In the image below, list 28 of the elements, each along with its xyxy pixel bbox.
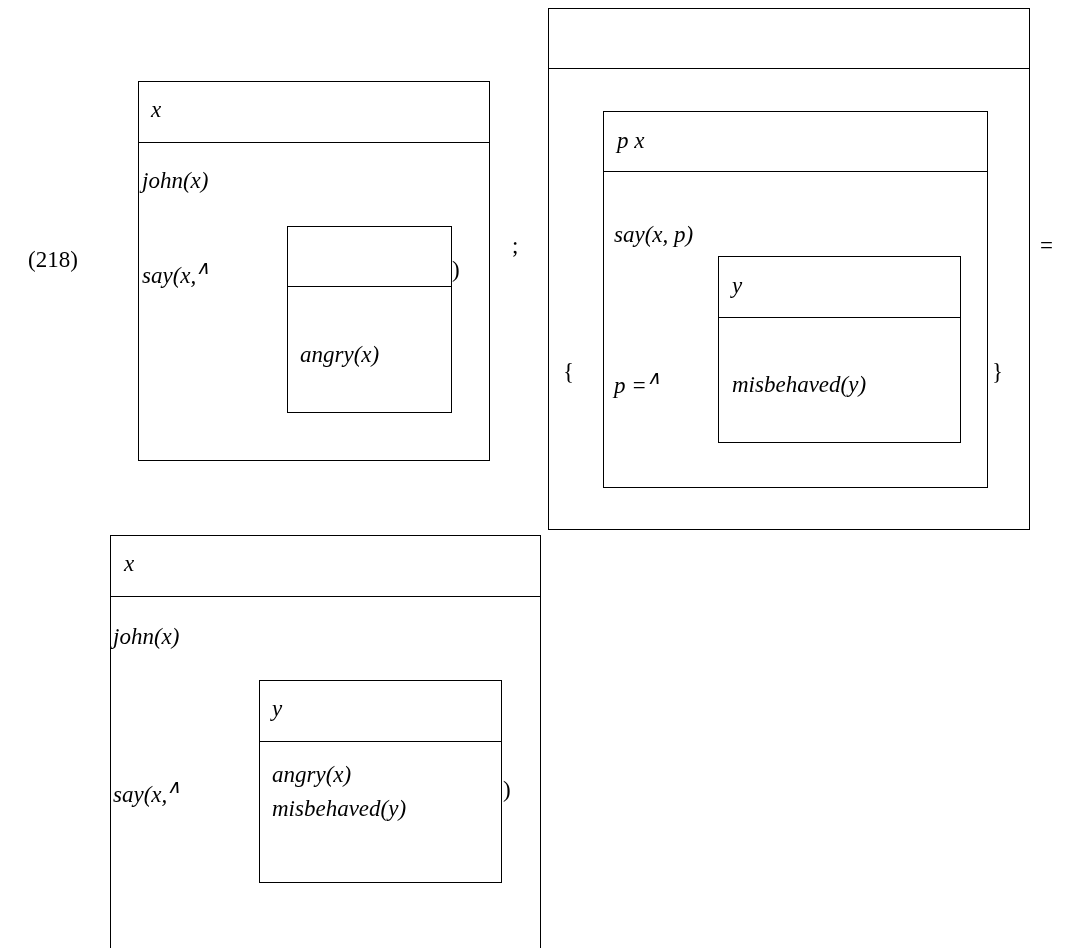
condition: angry(x) [300, 343, 380, 366]
condition: john(x) [113, 625, 180, 648]
condition: p =$^{∧}$ [614, 368, 661, 397]
drs-box [287, 226, 452, 413]
drs-box [548, 8, 1030, 530]
condition: misbehaved(y) [272, 797, 407, 820]
condition: angry(x) [272, 763, 352, 786]
condition: say(x,$^{∧}$ [113, 777, 182, 806]
condition: say(x, p) [614, 223, 694, 246]
equals-sign: = [1040, 234, 1053, 257]
example-number: (218) [28, 248, 78, 271]
variable: x [151, 98, 162, 121]
closing-parenthesis: ) [452, 258, 460, 281]
separator: ; [512, 234, 519, 257]
closing-parenthesis: ) [503, 778, 511, 801]
drs-box [603, 111, 988, 488]
drs-box [110, 535, 541, 948]
drs-box [718, 256, 961, 443]
condition: say(x,$^{∧}$ [142, 258, 211, 287]
condition: misbehaved(y) [732, 373, 867, 396]
variable: x [124, 552, 135, 575]
variable: y [272, 697, 283, 720]
drs-box [138, 81, 490, 461]
drs-box [259, 680, 502, 883]
variable: p x [617, 129, 645, 152]
variable: y [732, 274, 743, 297]
opening-brace: { [563, 360, 575, 383]
closing-brace: } [992, 360, 1004, 383]
